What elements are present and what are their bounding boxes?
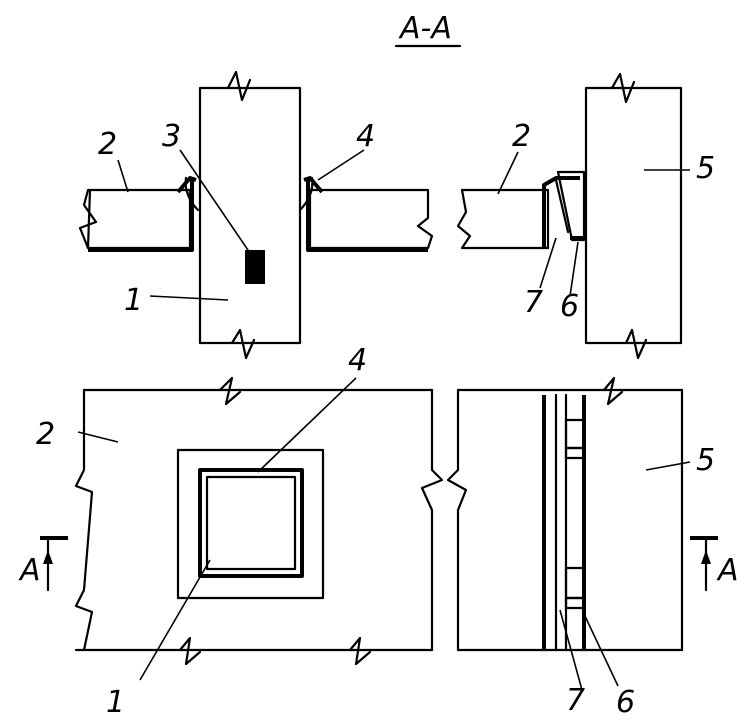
pipe-section [198,70,302,360]
slab-middle-section [308,188,434,250]
trim-and-gasket [542,170,586,248]
slab-right-section [456,188,550,250]
leader-lines-bottom [77,377,691,691]
label-sealant-plan: 4 [348,343,367,378]
leader-lines-top [117,149,690,301]
label-slab-top-right: 2 [512,119,531,154]
label-gasket-plan: 6 [616,685,635,720]
sleeve-flashing [88,176,428,252]
section-marker-right: А [690,536,739,592]
label-gasket-top: 6 [560,289,579,324]
section-marker-left: А [18,536,68,592]
svg-text:А-А: А-А [398,11,452,46]
label-wall-plan: 5 [696,443,715,478]
label-slab-plan: 2 [36,417,55,452]
label-sealant-top: 4 [356,119,375,154]
embedded-insert [245,250,265,284]
slab-left-section [78,188,192,250]
gasket-blocks [564,418,586,610]
label-slab-top-left: 2 [98,127,117,162]
svg-text:А: А [716,553,739,588]
label-insert-top: 3 [162,119,181,154]
wall-section [584,72,683,360]
plan-left [74,376,444,666]
svg-text:А: А [18,553,41,588]
section-title: А-А [394,11,462,48]
label-pipe-plan: 1 [106,685,125,720]
label-pipe-top: 1 [124,283,143,318]
label-trim-top: 7 [524,285,543,320]
label-trim-plan: 7 [566,683,585,718]
label-wall-top: 5 [696,151,715,186]
plan-right [446,376,684,652]
pipe-plan-outer-plate [176,448,325,600]
